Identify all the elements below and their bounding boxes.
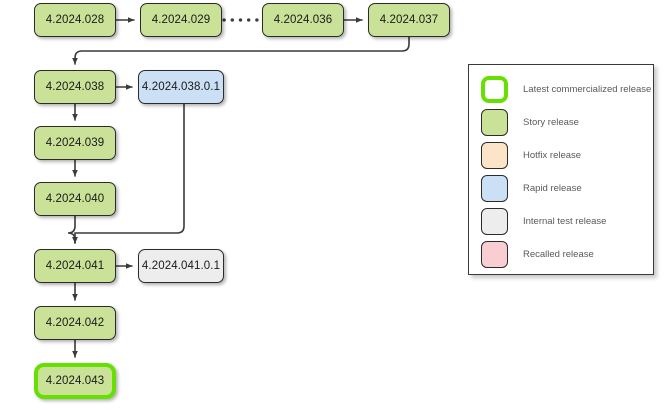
release-node-n039[interactable]: 4.2024.039 bbox=[34, 126, 116, 160]
legend-item-internal: Internal test release bbox=[481, 207, 606, 235]
legend-swatch-recalled bbox=[481, 240, 508, 268]
release-node-n038_0_1[interactable]: 4.2024.038.0.1 bbox=[138, 70, 224, 104]
legend-item-recalled: Recalled release bbox=[481, 240, 594, 268]
legend-label: Internal test release bbox=[523, 215, 607, 227]
release-node-n041[interactable]: 4.2024.041 bbox=[34, 249, 116, 283]
release-node-n038[interactable]: 4.2024.038 bbox=[34, 70, 116, 104]
release-node-label: 4.2024.036 bbox=[273, 14, 333, 26]
edge-038-0-1-041 bbox=[72, 103, 185, 244]
release-node-label: 4.2024.037 bbox=[379, 14, 439, 26]
legend-item-story: Story release bbox=[481, 108, 579, 136]
legend-item-hotfix: Hotfix release bbox=[481, 141, 581, 169]
release-node-label: 4.2024.029 bbox=[151, 14, 211, 26]
legend-item-latest: Latest commercialized release bbox=[481, 75, 651, 103]
release-node-label: 4.2024.038 bbox=[45, 81, 105, 93]
legend-swatch-internal bbox=[481, 207, 508, 235]
release-node-label: 4.2024.028 bbox=[45, 14, 105, 26]
release-node-label: 4.2024.040 bbox=[45, 193, 105, 205]
legend-label: Rapid release bbox=[523, 182, 582, 194]
release-node-label: 4.2024.043 bbox=[45, 375, 105, 387]
release-node-n028[interactable]: 4.2024.028 bbox=[34, 3, 116, 37]
legend-swatch-hotfix bbox=[481, 141, 508, 169]
release-node-label: 4.2024.041 bbox=[45, 260, 105, 272]
edge-040-041 bbox=[67, 215, 78, 244]
release-node-n040[interactable]: 4.2024.040 bbox=[34, 182, 116, 216]
release-node-n037[interactable]: 4.2024.037 bbox=[368, 3, 450, 37]
legend-swatch-latest bbox=[481, 75, 508, 103]
legend-item-rapid: Rapid release bbox=[481, 174, 582, 202]
legend-label: Recalled release bbox=[523, 248, 594, 260]
legend-swatch-story bbox=[481, 108, 508, 136]
legend-label: Story release bbox=[523, 116, 579, 128]
legend-label: Latest commercialized release bbox=[523, 83, 652, 95]
edge-037-038 bbox=[72, 36, 410, 65]
release-node-n042[interactable]: 4.2024.042 bbox=[34, 306, 116, 340]
release-node-n036[interactable]: 4.2024.036 bbox=[262, 3, 344, 37]
release-node-label: 4.2024.041.0.1 bbox=[141, 260, 221, 272]
release-node-n029[interactable]: 4.2024.029 bbox=[140, 3, 222, 37]
release-node-n041_0_1[interactable]: 4.2024.041.0.1 bbox=[138, 249, 224, 283]
legend-label: Hotfix release bbox=[523, 149, 582, 161]
legend-swatch-rapid bbox=[481, 174, 508, 202]
release-node-label: 4.2024.042 bbox=[45, 317, 105, 329]
release-node-label: 4.2024.038.0.1 bbox=[141, 81, 221, 93]
release-node-label: 4.2024.039 bbox=[45, 137, 105, 149]
release-node-n043[interactable]: 4.2024.043 bbox=[34, 363, 116, 399]
